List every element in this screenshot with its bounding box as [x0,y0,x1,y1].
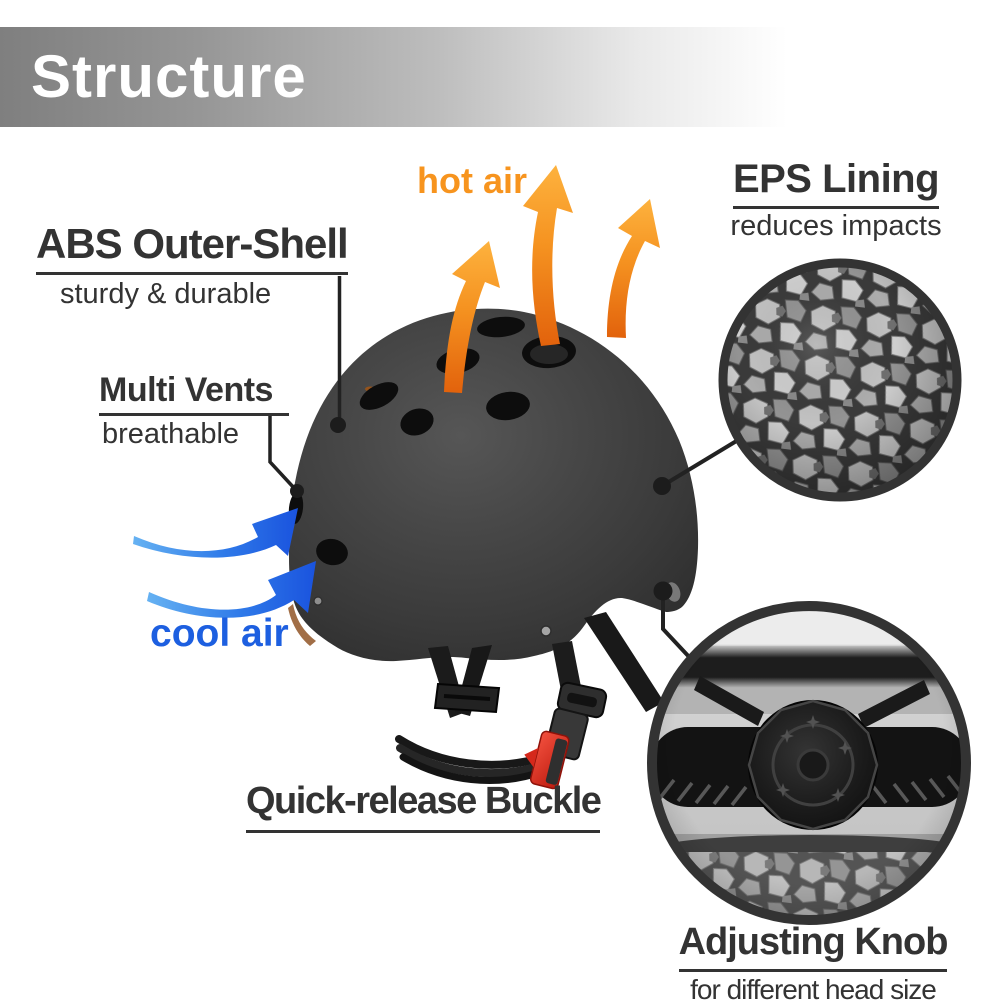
structure-banner: Structure [0,27,795,127]
multi-vents-callout: Multi Vents breathable [99,371,289,451]
multi-vents-leader-line [268,414,297,491]
strap-slider [556,681,608,719]
eps-leader-line [660,432,750,488]
hot-air-arrows-icon [444,165,660,393]
hot-air-label: hot air [417,160,528,201]
helmet-shell [288,308,699,662]
adjusting-knob-subtitle: for different head size [690,973,937,1000]
abs-outer-shell-callout: ABS Outer-Shell sturdy & durable [36,220,349,312]
multi-vents-title: Multi Vents [99,371,289,417]
quick-release-buckle-red [524,730,570,790]
adjusting-knob-callout: Adjusting Knob for different head size [660,921,966,1000]
adjusting-knob-title: Adjusting Knob [678,921,948,972]
chin-straps [395,612,664,790]
eps-lining-title: EPS Lining [732,156,940,209]
leader-lines [268,276,750,662]
page-title: Structure [31,43,307,110]
quick-release-buckle-callout: Quick-release Buckle [246,780,602,833]
quick-release-buckle-title: Quick-release Buckle [246,780,602,833]
vent-inner [530,344,568,364]
rivet [540,625,552,637]
inner-padding-hint [288,604,316,646]
rivet [313,596,323,606]
knob-leader-line [661,596,694,662]
abs-outer-shell-subtitle: sturdy & durable [60,278,272,311]
cool-air-arrows-icon [133,508,316,618]
cool-air-label: cool air [150,612,289,655]
multi-vents-subtitle: breathable [102,418,240,451]
leader-dots [290,417,673,601]
knob-inset-circle [647,601,971,925]
eps-lining-subtitle: reduces impacts [730,210,942,242]
abs-outer-shell-title: ABS Outer-Shell [36,220,349,276]
eps-inset-circle [718,258,962,502]
eps-lining-callout: EPS Lining reduces impacts [716,156,956,243]
